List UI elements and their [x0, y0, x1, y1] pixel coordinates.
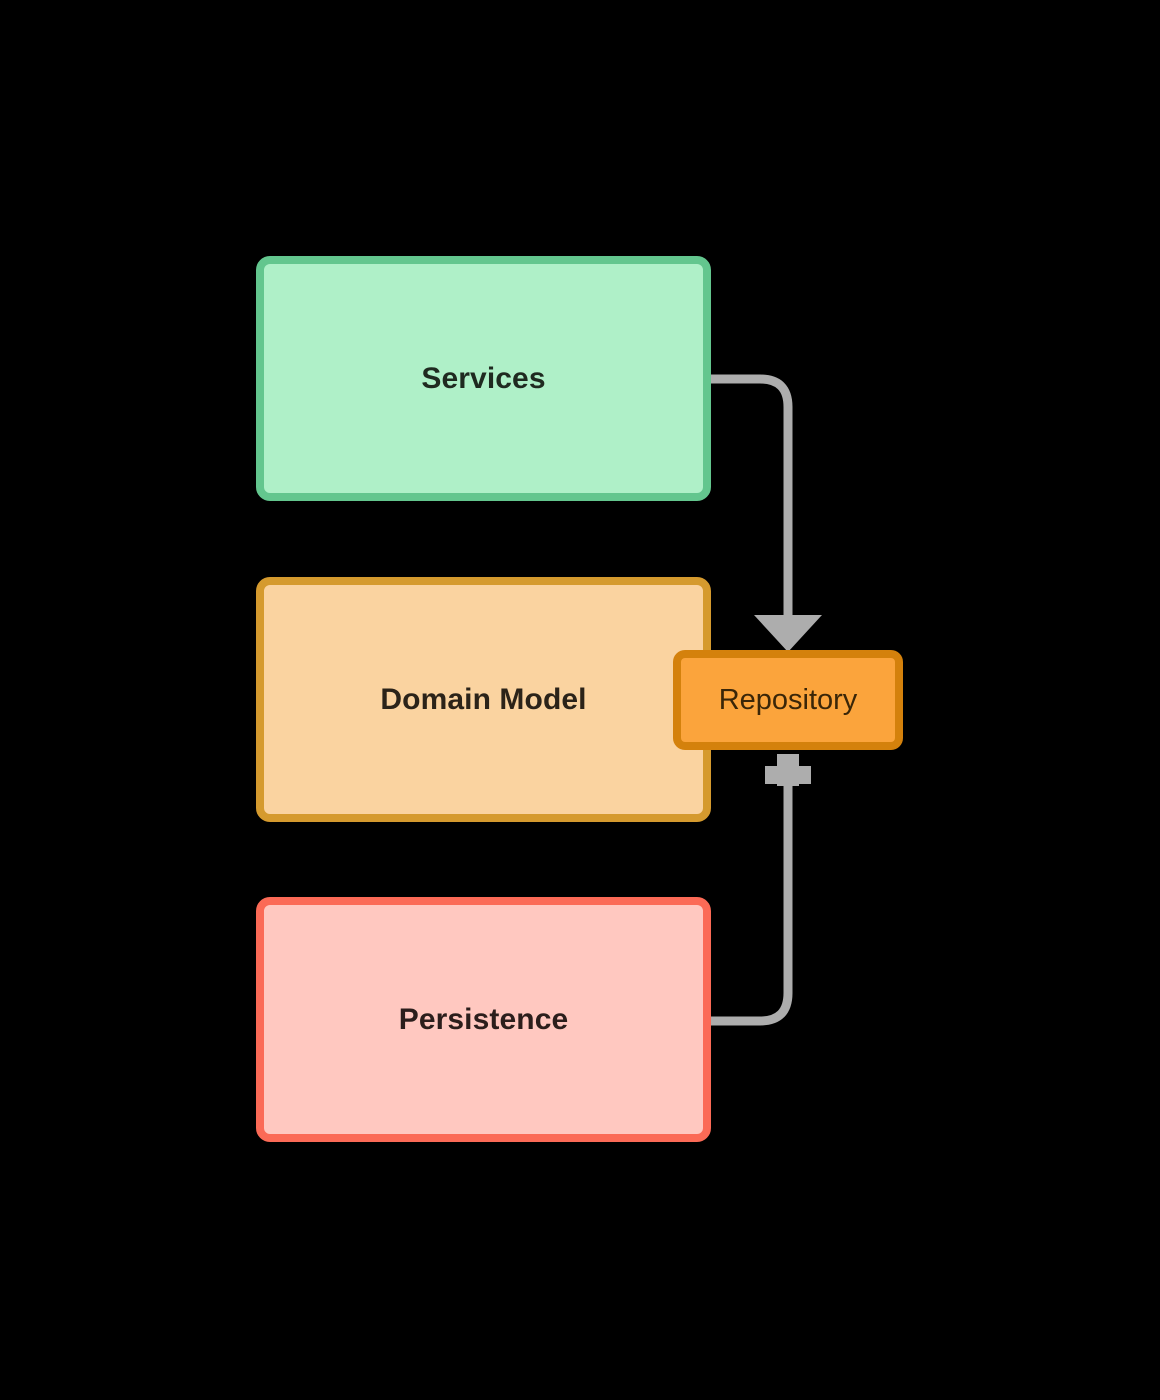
node-domain-model[interactable]: Domain Model: [256, 577, 711, 822]
edge-line-services-repository: [711, 374, 793, 628]
edge-repository-to-persistence: [711, 754, 811, 1026]
cross-marker-icon: [765, 754, 811, 786]
node-persistence[interactable]: Persistence: [256, 897, 711, 1142]
node-domain-model-label: Domain Model: [380, 682, 587, 716]
edge-line-repository-persistence: [711, 772, 793, 1026]
node-repository-label: Repository: [718, 683, 858, 716]
edge-services-to-repository: [711, 374, 822, 652]
node-services-label: Services: [421, 361, 546, 395]
arrow-triangle-down-icon: [754, 615, 822, 652]
node-repository[interactable]: Repository: [673, 650, 903, 750]
node-services[interactable]: Services: [256, 256, 711, 501]
node-persistence-label: Persistence: [398, 1002, 569, 1036]
